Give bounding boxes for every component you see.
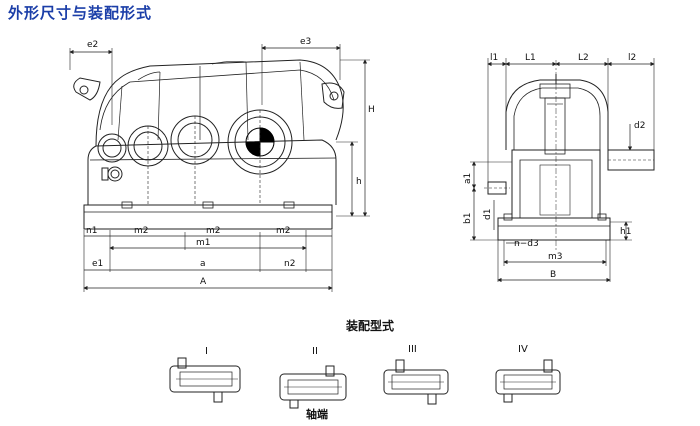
assembly-type-label-3: III [408, 344, 417, 355]
dim-e1: e1 [92, 259, 103, 269]
side-view [470, 58, 655, 283]
dim-B: B [550, 270, 556, 280]
side-view-labels: l1 L1 L2 l2 d2 a1 b1 d1 n−d3 h1 m3 B [463, 53, 645, 280]
dim-n1: n1 [86, 226, 97, 236]
dim-m2-2: m2 [206, 226, 221, 236]
side-cover [505, 79, 609, 150]
dim-d2: d2 [634, 121, 645, 131]
dim-m2-3: m2 [276, 226, 291, 236]
dim-a: a [200, 259, 206, 269]
assembly-type-3-sketch [383, 359, 449, 405]
dim-m2-1: m2 [134, 226, 149, 236]
dim-l1: l1 [490, 53, 498, 63]
assembly-type-4-sketch [495, 359, 561, 403]
front-lifting-lug-left [73, 77, 101, 101]
dim-A: A [200, 277, 207, 287]
dim-d1: d1 [483, 209, 493, 220]
dim-h1: h1 [620, 227, 631, 237]
dim-h: h [356, 177, 362, 187]
dim-n-d3: n−d3 [514, 239, 539, 249]
side-base [497, 217, 611, 241]
assembly-types: I II III IV [205, 344, 528, 357]
dim-e3: e3 [300, 37, 311, 47]
assembly-heading: 装配型式 [345, 318, 394, 333]
front-output-shaft [245, 127, 275, 157]
dim-L1: L1 [525, 53, 536, 63]
assembly-type-1-sketch [169, 357, 241, 403]
side-center-shaft [544, 97, 566, 155]
front-lifting-lug-right [321, 82, 345, 109]
dim-l2: l2 [628, 53, 636, 63]
front-lower-casing [87, 139, 337, 205]
dim-e2: e2 [87, 40, 98, 50]
front-base [83, 204, 333, 230]
dim-m3: m3 [548, 252, 563, 262]
front-view-labels: e2 e3 H h n1 m2 m2 m2 m1 e1 a n2 A [86, 37, 375, 287]
dim-n2: n2 [284, 259, 295, 269]
dim-H: H [368, 105, 375, 115]
assembly-type-2-sketch [279, 365, 347, 409]
dim-L2: L2 [578, 53, 589, 63]
front-base-bolts [121, 201, 295, 209]
assembly-type-label-2: II [312, 346, 318, 357]
page-title: 外形尺寸与装配形式 [8, 4, 153, 22]
dim-a1: a1 [463, 173, 473, 184]
shaft-end-label: 轴端 [306, 407, 328, 421]
front-view [69, 44, 370, 292]
assembly-type-label-1: I [205, 346, 208, 357]
dim-b1: b1 [463, 213, 473, 224]
dim-m1: m1 [196, 238, 211, 248]
assembly-type-label-4: IV [518, 344, 528, 355]
